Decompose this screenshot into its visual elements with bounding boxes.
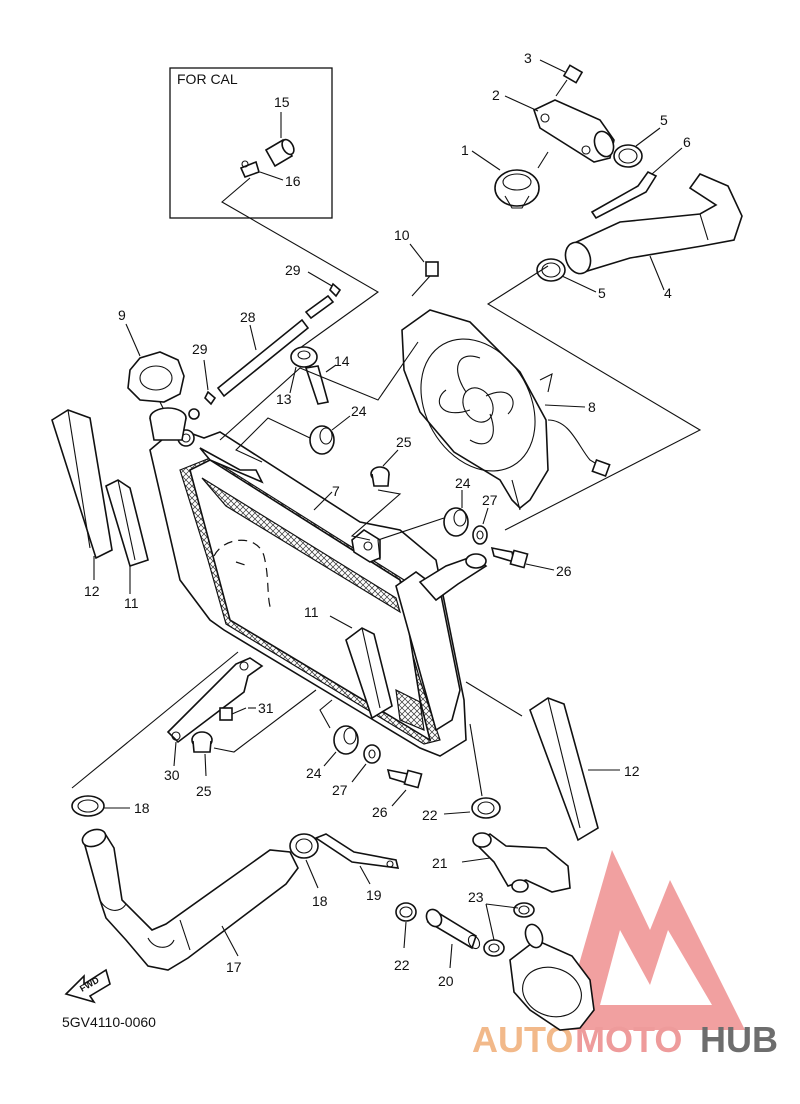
label-9: 9 xyxy=(118,307,126,323)
part-18-clamp-left xyxy=(71,795,105,817)
label-6: 6 xyxy=(683,134,691,150)
label-15: 15 xyxy=(274,94,290,110)
part-22-clamp-lower xyxy=(395,902,417,922)
part-17-lower-hose xyxy=(81,828,299,971)
label-25-upper: 25 xyxy=(396,434,412,450)
part-6-bracket xyxy=(590,170,658,220)
inset-for-cal: FOR CAL 15 16 xyxy=(169,67,380,349)
part-11-pad-left xyxy=(105,479,149,568)
label-25-lower: 25 xyxy=(196,783,212,799)
label-8: 8 xyxy=(588,399,596,415)
part-27-washer-lower xyxy=(363,744,381,764)
label-18-left: 18 xyxy=(134,800,150,816)
label-20: 20 xyxy=(438,973,454,989)
part-10-bolt xyxy=(411,261,439,297)
part-1-thermostat xyxy=(494,151,549,209)
radiator-filler-neck xyxy=(149,407,200,441)
label-12-right: 12 xyxy=(624,763,640,779)
part-13-grommet xyxy=(290,346,318,368)
label-7: 7 xyxy=(332,483,340,499)
part-28-breather-hose xyxy=(216,294,335,398)
part-8-fan-assembly xyxy=(401,309,611,511)
label-26-lower: 26 xyxy=(372,804,388,820)
part-2-thermostat-cover xyxy=(533,99,615,163)
label-24-upper: 24 xyxy=(351,403,367,419)
diagram-code: 5GV4110-0060 xyxy=(62,1014,156,1030)
label-18-center: 18 xyxy=(312,893,328,909)
label-29-top: 29 xyxy=(285,262,301,278)
label-14: 14 xyxy=(334,353,350,369)
fwd-arrow-icon: FWD xyxy=(64,968,111,1004)
label-22-lower: 22 xyxy=(394,957,410,973)
label-26-right: 26 xyxy=(556,563,572,579)
label-23: 23 xyxy=(468,889,484,905)
label-27-lower: 27 xyxy=(332,782,348,798)
label-29-left: 29 xyxy=(192,341,208,357)
inset-title: FOR CAL xyxy=(177,71,238,87)
part-12-pad-left xyxy=(51,409,113,560)
radiator-inlet-pipe xyxy=(418,553,488,602)
part-30-stay xyxy=(166,657,264,744)
part-14-bracket xyxy=(304,365,330,405)
label-11-left: 11 xyxy=(124,595,139,611)
label-17: 17 xyxy=(226,959,242,975)
label-28: 28 xyxy=(240,309,256,325)
label-5-bottom: 5 xyxy=(598,285,606,301)
watermark-logo: AUTO MOTO HUB xyxy=(472,850,778,1060)
label-11-right: 11 xyxy=(304,604,319,620)
part-23-clip-upper xyxy=(513,902,535,918)
part-20-short-hose xyxy=(425,908,481,950)
part-15-canister xyxy=(264,138,295,168)
watermark-moto: MOTO xyxy=(575,1019,682,1060)
part-26-bolt-right xyxy=(490,546,529,569)
part-5-hose-clamp-top xyxy=(613,144,643,168)
label-27-right: 27 xyxy=(482,492,498,508)
label-3: 3 xyxy=(524,50,532,66)
part-27-washer-right xyxy=(472,525,488,545)
part-29-clip-top xyxy=(329,282,342,298)
part-24-grommet-lower xyxy=(333,725,359,755)
label-2: 2 xyxy=(492,87,500,103)
part-19-stay xyxy=(314,833,400,869)
label-16: 16 xyxy=(285,173,301,189)
part-24-grommet-right xyxy=(443,507,469,537)
pump-cover-assembly xyxy=(509,923,595,1031)
part-22-clamp-upper xyxy=(471,797,501,819)
part-4-upper-hose xyxy=(564,173,743,275)
part-23-clip-lower xyxy=(483,939,505,957)
inset-frame xyxy=(169,67,333,219)
part-25-collar-lower xyxy=(191,731,213,753)
label-24-lower: 24 xyxy=(306,765,322,781)
label-5-top: 5 xyxy=(660,112,668,128)
part-31-bolt xyxy=(219,707,247,721)
part-11-pad-right xyxy=(345,627,393,720)
part-16-clip xyxy=(239,160,260,179)
part-21-hose xyxy=(472,832,571,893)
label-21: 21 xyxy=(432,855,448,871)
part-25-collar-upper xyxy=(370,466,390,487)
label-24-right: 24 xyxy=(455,475,471,491)
part-9-radiator-cap xyxy=(127,351,185,413)
part-24-grommet-upper xyxy=(309,425,335,455)
part-12-pad-right xyxy=(529,697,599,842)
part-18-clamp-center xyxy=(289,833,319,859)
label-22-upper: 22 xyxy=(422,807,438,823)
label-31: 31 xyxy=(258,700,274,716)
label-12-left: 12 xyxy=(84,583,100,599)
label-4: 4 xyxy=(664,285,672,301)
watermark-triangle-inner xyxy=(600,930,712,1005)
label-1: 1 xyxy=(461,142,469,158)
watermark-hub: HUB xyxy=(700,1019,778,1060)
part-29-clip-left xyxy=(204,390,217,406)
label-30: 30 xyxy=(164,767,180,783)
label-10: 10 xyxy=(394,227,410,243)
label-19: 19 xyxy=(366,887,382,903)
label-13: 13 xyxy=(276,391,292,407)
part-3-bolt xyxy=(555,64,584,97)
part-26-bolt-lower xyxy=(386,768,423,789)
